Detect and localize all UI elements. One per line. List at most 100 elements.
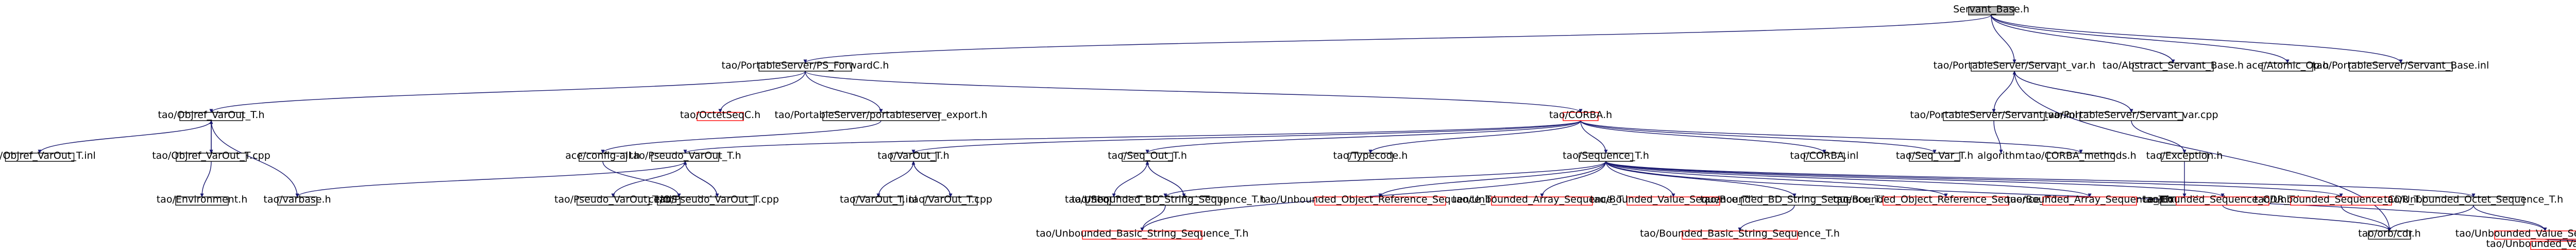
node-ubd-basic-string[interactable]: tao/Unbounded_Basic_String_Sequence_T.h bbox=[1036, 228, 1249, 240]
edge-line bbox=[2473, 205, 2546, 231]
node-bd-objref[interactable]: tao/Bounded_Object_Reference_Sequence_T.… bbox=[1833, 194, 2059, 206]
node-box bbox=[176, 153, 247, 162]
node-box bbox=[2132, 62, 2214, 72]
node-orb-cdr[interactable]: tao/orb/cdr.h bbox=[2358, 228, 2421, 240]
node-label: tao/VarOut_T.inl bbox=[840, 194, 917, 205]
edge-corba-h-to-seq-var-h bbox=[1580, 120, 1937, 154]
edge-arrowhead bbox=[2221, 193, 2225, 198]
node-pseudo-varout-inl[interactable]: tao/Pseudo_VarOut_T.inl bbox=[554, 194, 672, 206]
node-label: tao/Unbounded_Sequence_CDR_T.h bbox=[2254, 194, 2428, 205]
node-exception-h[interactable]: tao/Exception.h bbox=[2146, 150, 2223, 162]
node-ubd-bd-string[interactable]: tao/Unbounded_BD_String_Sequence_T.h bbox=[1065, 194, 1266, 206]
node-algorithm[interactable]: algorithm bbox=[1977, 150, 2025, 161]
node-objref-varout-cpp[interactable]: tao/Objref_VarOut_T.cpp bbox=[152, 150, 270, 162]
node-ubd-value-alloc[interactable]: tao/Unbounded_Value_Allocation_Traits_T.… bbox=[2486, 238, 2576, 250]
edge-pi-forward-to-octetseqc bbox=[718, 71, 806, 113]
node-ubd-array[interactable]: tao/Unbounded_Array_Sequence_T.h bbox=[1452, 194, 1632, 206]
node-ubd-value[interactable]: tao/Unbounded_Value_Sequence_T.h bbox=[2455, 228, 2576, 240]
edge-servant-var-cpp-to-servant-var-h bbox=[2012, 70, 2132, 113]
node-environment[interactable]: tao/Environment.h bbox=[157, 194, 248, 206]
edge-varout-cpp-to-varout-h bbox=[911, 160, 951, 197]
node-label: tao/Unbounded_BD_String_Sequence_T.h bbox=[1065, 194, 1266, 205]
node-bd-array[interactable]: tao/Bounded_Array_Sequence_T.h bbox=[2007, 194, 2173, 206]
node-bd-cdr[interactable]: tao/Bounded_Sequence_CDR_T.h bbox=[2142, 194, 2303, 206]
edge-line bbox=[805, 71, 1581, 113]
node-label: tao/Seq_Out_T.h bbox=[1108, 150, 1187, 161]
node-varout-inl[interactable]: tao/VarOut_T.inl bbox=[840, 194, 917, 206]
node-box bbox=[175, 196, 229, 206]
edge-arrowhead bbox=[683, 160, 687, 165]
edge-servant-base-h-to-servant-base-inl bbox=[1991, 14, 2403, 64]
node-bd-bd-string[interactable]: tao/Bounded_BD_String_Sequence_T.h bbox=[1700, 194, 1889, 206]
node-sequence-h[interactable]: tao/Sequence_T.h bbox=[1563, 150, 1649, 162]
node-ubd-cdr[interactable]: tao/Unbounded_Sequence_CDR_T.h bbox=[2254, 194, 2428, 206]
edge-sequence-h-to-ubd-array bbox=[1540, 161, 1606, 198]
node-config[interactable]: ace/config-all.h bbox=[565, 150, 640, 162]
node-servant-base-inl[interactable]: tao/PortableServer/Servant_Base.inl bbox=[2313, 60, 2489, 72]
node-box bbox=[697, 112, 744, 121]
edge-corba-h-to-seq-out-h bbox=[1145, 120, 1581, 154]
edge-arrowhead bbox=[1992, 109, 1996, 113]
node-varout-h[interactable]: tao/VarOut_T.h bbox=[877, 150, 950, 162]
node-bd-basic-string[interactable]: tao/Bounded_Basic_String_Sequence_T.h bbox=[1640, 228, 1840, 240]
edge-line bbox=[1580, 120, 2081, 154]
node-box bbox=[2079, 112, 2183, 121]
node-corba-h[interactable]: tao/CORBA.h bbox=[1549, 109, 1612, 121]
node-servant-base-h[interactable]: Servant_Base.h bbox=[1953, 4, 2029, 15]
node-ps-export[interactable]: tao/PortableServer/portableserver_export… bbox=[774, 109, 988, 121]
node-objref-varout-h[interactable]: tao/Objref_VarOut_T.h bbox=[158, 109, 265, 121]
node-box bbox=[277, 196, 317, 206]
edge-line bbox=[1580, 120, 1606, 154]
edge-seq-out-h-to-seq-out-inl bbox=[1112, 161, 1148, 198]
edge-arrowhead bbox=[2171, 59, 2175, 64]
edge-sequence-h-to-ubd-objref bbox=[1378, 161, 1606, 198]
edge-line bbox=[1605, 161, 1674, 197]
edge-servant-base-h-to-servant-var-h bbox=[1991, 14, 2016, 64]
node-corba-methods[interactable]: tao/CORBA_methods.h bbox=[2025, 150, 2137, 162]
edge-arrowhead bbox=[1579, 109, 1583, 113]
node-seq-var-h[interactable]: tao/Seq_Var_T.h bbox=[1896, 150, 1973, 162]
node-atomic-op[interactable]: ace/Atomic_Op.h bbox=[2246, 60, 2329, 72]
node-label: tao/Unbounded_Array_Sequence_T.h bbox=[1452, 194, 1631, 205]
node-abstract-servant[interactable]: tao/Abstract_Servant_Base.h bbox=[2103, 60, 2244, 72]
edge-line bbox=[1142, 161, 1606, 231]
node-label: tao/Objref_VarOut_T.inl bbox=[0, 150, 96, 161]
node-pi-forward[interactable]: tao/PortableServer/PS_ForwardC.h bbox=[722, 60, 889, 72]
node-servant-var-h[interactable]: tao/PortableServer/Servant_var.h bbox=[1934, 60, 2096, 72]
node-pseudo-varout-h[interactable]: tao/Pseudo_VarOut_T.h bbox=[629, 150, 741, 162]
edge-corba-h-to-corba-inl bbox=[1580, 120, 1826, 154]
edge-arrowhead bbox=[2012, 59, 2016, 64]
node-typecode[interactable]: tao/Typecode.h bbox=[1333, 150, 1408, 162]
node-box bbox=[1563, 112, 1599, 121]
edge-line bbox=[1541, 161, 1606, 197]
edge-servant-base-h-to-pi-forward bbox=[803, 14, 1992, 64]
edge-arrowhead bbox=[1368, 149, 1372, 154]
node-label: tao/VarOut_T.cpp bbox=[909, 194, 992, 205]
edge-corba-h-to-corba-methods bbox=[1580, 120, 2083, 154]
node-servant-var-inl[interactable]: tao/PortableServer/Servant_var.inl bbox=[1910, 109, 2078, 121]
node-box bbox=[1883, 196, 2009, 206]
edge-line bbox=[1605, 161, 2090, 197]
node-objref-varout-inl[interactable]: tao/Objref_VarOut_T.inl bbox=[0, 150, 96, 162]
node-box bbox=[2047, 153, 2115, 162]
edge-line bbox=[1147, 161, 1184, 197]
node-octetseqc[interactable]: tao/OctetSeqC.h bbox=[680, 109, 760, 121]
node-ubd-objref[interactable]: tao/Unbounded_Object_Reference_Sequence_… bbox=[1261, 194, 1500, 206]
node-pseudo-varout-cpp[interactable]: tao/Pseudo_VarOut_T.cpp bbox=[655, 194, 779, 206]
node-corba-inl[interactable]: tao/CORBA.inl bbox=[1790, 150, 1859, 162]
node-bd-value[interactable]: tao/Bounded_Value_Sequence_T.h bbox=[1590, 194, 1757, 206]
node-varbase[interactable]: tao/varbase.h bbox=[263, 194, 331, 206]
node-seq-out-h[interactable]: tao/Seq_Out_T.h bbox=[1108, 150, 1187, 162]
node-box bbox=[680, 196, 755, 206]
edge-line bbox=[1113, 161, 1148, 197]
node-servant-var-cpp[interactable]: tao/PortableServer/Servant_var.cpp bbox=[2044, 109, 2218, 121]
node-ubd-octet[interactable]: tao/Unbounded_Octet_Sequence_T.h bbox=[2384, 194, 2563, 206]
edge-bd-bd-string-to-bd-basic-string bbox=[1738, 205, 1795, 232]
node-label: tao/Bounded_BD_String_Sequence_T.h bbox=[1700, 194, 1888, 205]
edge-arrowhead bbox=[2182, 193, 2187, 198]
edge-line bbox=[1991, 14, 2015, 63]
edge-corba-h-to-typecode bbox=[1368, 120, 1581, 154]
node-varout-cpp[interactable]: tao/VarOut_T.cpp bbox=[909, 194, 992, 206]
edge-line bbox=[1991, 14, 2174, 63]
node-box bbox=[651, 153, 719, 162]
